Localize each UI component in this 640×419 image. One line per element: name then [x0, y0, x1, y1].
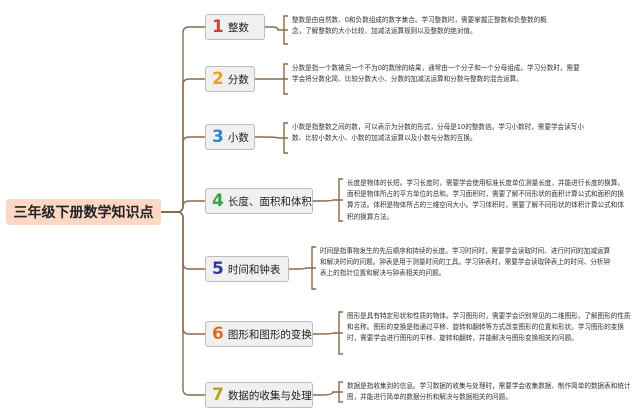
topic-number: 3 [212, 126, 224, 147]
detail-line-6 [313, 332, 343, 335]
topic-node-shapes-transformations[interactable]: 6 图形和图形的变换 [205, 321, 313, 347]
topic-label: 数据的收集与处理 [227, 389, 312, 402]
branch-line-5 [161, 211, 205, 270]
topic-description-decimals: 小数是指整数之间的数，可以表示为分数的形式，分母是10的整数倍。学习小数时，需要… [292, 123, 584, 143]
branch-line-1 [161, 26, 205, 213]
detail-line-4 [313, 199, 343, 202]
detail-bracket-1 [283, 15, 288, 45]
topic-label: 分数 [227, 73, 249, 86]
topic-node-time-clocks[interactable]: 5 时间和钟表 [205, 256, 289, 282]
topic-number: 1 [212, 16, 224, 37]
topic-number: 2 [212, 68, 224, 89]
topic-node-integers[interactable]: 1 整数 [205, 14, 265, 40]
detail-bracket-5 [311, 246, 316, 290]
topic-description-time-clocks: 时间是指事物发生的先后顺序和持续的长度。学习时间时，需要学会读取时间、进行时间的… [320, 247, 611, 278]
root-label: 三年级下册数学知识点 [13, 205, 154, 221]
detail-bracket-7 [338, 381, 343, 403]
topic-node-length-area-volume[interactable]: 4 长度、面积和体积 [205, 188, 313, 214]
topic-description-shapes-transformations: 图形是具有特定形状和性质的物体。学习图形时，需要学会识别常见的二维图形，了解图形… [347, 312, 631, 343]
branch-line-4 [161, 200, 205, 213]
topic-label: 长度、面积和体积 [227, 195, 312, 208]
detail-line-1 [265, 26, 288, 31]
detail-bracket-3 [283, 122, 288, 154]
topic-description-fractions: 分数是指一个数被另一个不为0的数除的结果，通常由一个分子和一个分母组成。学习分数… [292, 64, 580, 84]
branch-line-7 [161, 211, 205, 396]
branch-line-6 [161, 211, 205, 335]
branch-line-2 [161, 78, 205, 213]
topic-description-data-collection: 数据是指收集到的信息。学习数据的收集与处理时，需要学会收集数据、制作简单的数据表… [347, 382, 631, 402]
topic-label: 小数 [227, 131, 249, 144]
topic-label: 图形和图形的变换 [227, 328, 312, 341]
detail-bracket-6 [338, 311, 343, 355]
root-node[interactable]: 三年级下册数学知识点 [6, 199, 161, 225]
detail-line-5 [289, 267, 316, 270]
topic-node-decimals[interactable]: 3 小数 [205, 124, 255, 150]
topic-number: 7 [212, 384, 224, 405]
detail-line-7 [313, 391, 343, 396]
topic-number: 4 [212, 190, 224, 211]
topic-description-length-area-volume: 长度是物体的长短。学习长度时，需要学会使用标准长度单位测量长度，并能进行长度的换… [347, 179, 624, 221]
detail-bracket-2 [283, 63, 288, 95]
topic-label: 时间和钟表 [227, 263, 281, 276]
topic-node-fractions[interactable]: 2 分数 [205, 66, 255, 92]
topic-number: 6 [212, 323, 224, 344]
topic-description-integers: 整数是由自然数、0和负数组成的数字集合。学习整数时，需要掌握正整数和负整数的概念… [292, 16, 547, 36]
detail-line-3 [255, 136, 288, 139]
detail-bracket-4 [338, 178, 343, 222]
topic-number: 5 [212, 258, 224, 279]
topic-label: 整数 [227, 21, 249, 34]
branch-line-3 [161, 136, 205, 213]
topic-node-data-collection[interactable]: 7 数据的收集与处理 [205, 382, 313, 408]
